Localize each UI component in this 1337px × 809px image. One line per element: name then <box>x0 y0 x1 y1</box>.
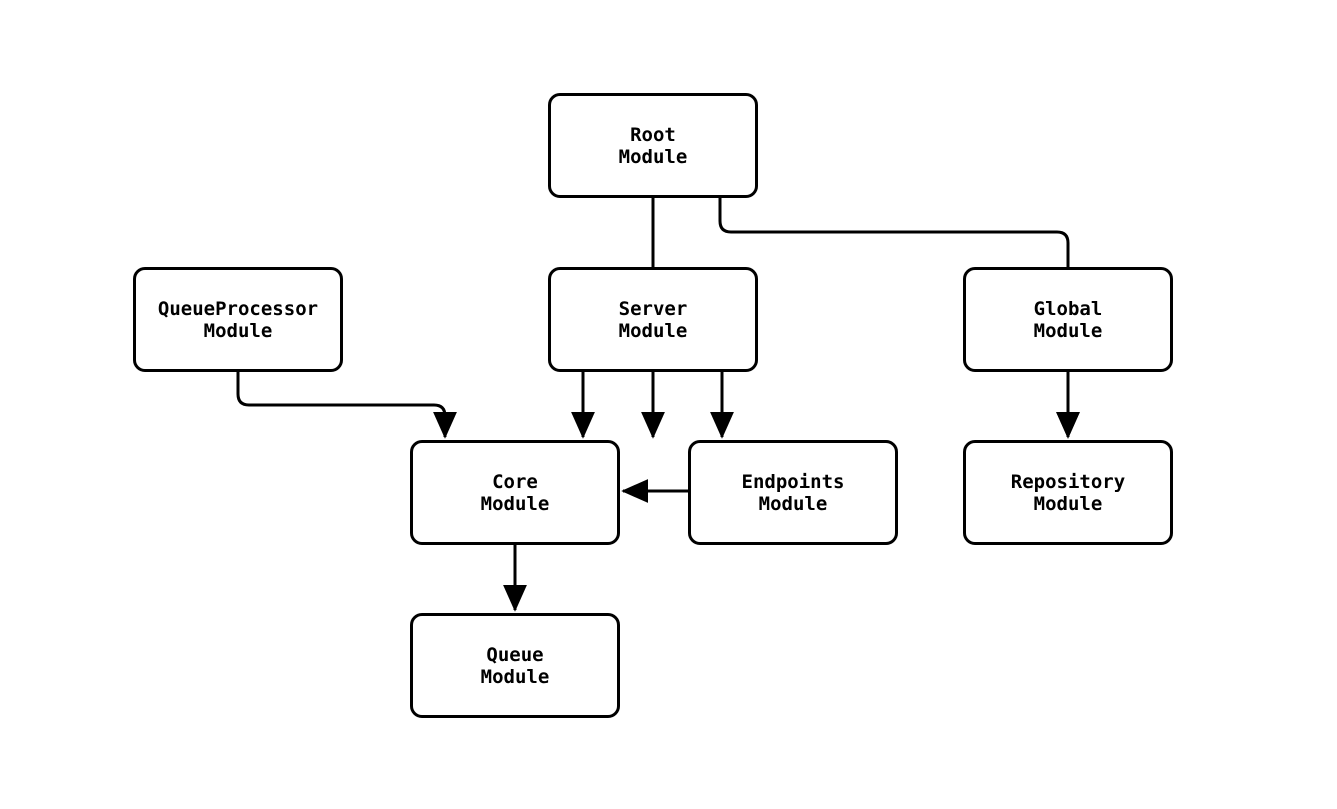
node-queueprocessor-label-line2: Module <box>203 319 273 342</box>
node-root-label-line1: Root <box>630 123 676 146</box>
node-repository-label-line2: Module <box>1033 492 1103 515</box>
node-repository[interactable]: Repository Module <box>963 440 1173 545</box>
node-queue-label-line2: Module <box>480 665 550 688</box>
edge-queueprocessor-to-core <box>236 372 457 439</box>
node-root-label-line2: Module <box>618 145 688 168</box>
node-server-label-line1: Server <box>618 297 688 320</box>
node-queue-label-line1: Queue <box>486 643 544 666</box>
node-endpoints[interactable]: Endpoints Module <box>688 440 898 545</box>
edge-root-to-global <box>718 198 1080 439</box>
node-queueprocessor-label-line1: QueueProcessor <box>157 297 319 320</box>
node-server-label-line2: Module <box>618 319 688 342</box>
node-global-label-line2: Module <box>1033 319 1103 342</box>
node-endpoints-label-line2: Module <box>758 492 828 515</box>
node-endpoints-label-line1: Endpoints <box>741 470 845 493</box>
node-global[interactable]: Global Module <box>963 267 1173 372</box>
node-queue[interactable]: Queue Module <box>410 613 620 718</box>
node-global-label-line1: Global <box>1033 297 1103 320</box>
node-queueprocessor[interactable]: QueueProcessor Module <box>133 267 343 372</box>
node-core-label-line2: Module <box>480 492 550 515</box>
node-core-label-line1: Core <box>492 470 538 493</box>
node-core[interactable]: Core Module <box>410 440 620 545</box>
node-root[interactable]: Root Module <box>548 93 758 198</box>
node-repository-label-line1: Repository <box>1010 470 1126 493</box>
node-server[interactable]: Server Module <box>548 267 758 372</box>
